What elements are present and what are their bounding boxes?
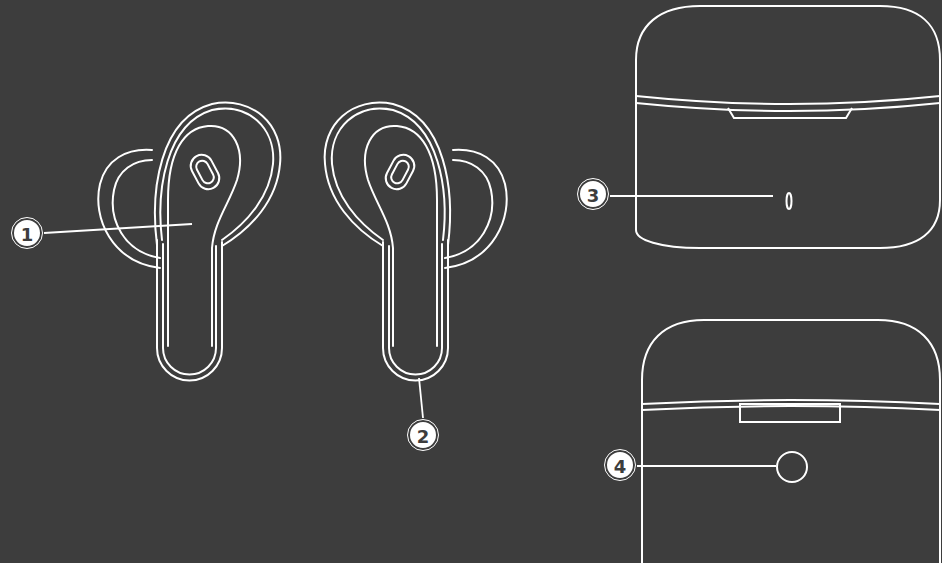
left-earbud (98, 103, 280, 381)
button (777, 452, 807, 482)
callout-number: 2 (408, 420, 438, 450)
case-closed (636, 6, 940, 248)
callout-number: 1 (12, 218, 42, 248)
callout-number: 3 (578, 179, 608, 209)
case-back (642, 320, 940, 563)
callout-number: 4 (605, 450, 635, 480)
leader-lines (44, 196, 776, 466)
right-earbud (325, 103, 507, 381)
